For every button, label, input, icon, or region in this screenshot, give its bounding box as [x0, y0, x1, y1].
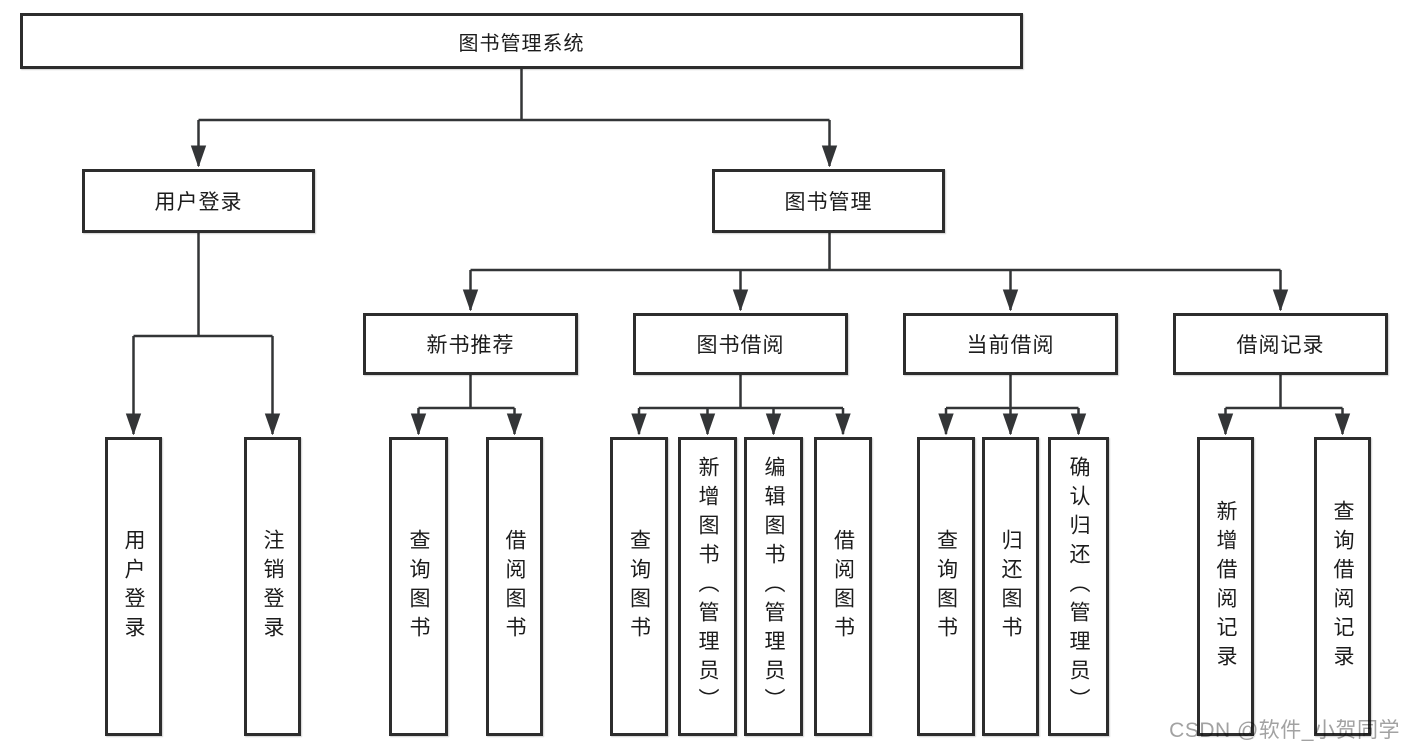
- node-label: 当前借阅: [966, 334, 1055, 357]
- node-label: 图书借阅: [696, 334, 785, 357]
- leaf-user-login: 用户登录: [105, 437, 162, 736]
- node-label: 借阅图书: [831, 528, 855, 645]
- leaf-add-books-admin: 新增图书（管理员）: [678, 437, 737, 736]
- node-label: 图书管理: [784, 191, 873, 214]
- leaf-borrow-books-2: 借阅图书: [814, 437, 872, 736]
- node-root-library-system: 图书管理系统: [20, 13, 1023, 69]
- node-label: 查询借阅记录: [1331, 499, 1355, 674]
- node-label: 归还图书: [999, 528, 1023, 645]
- node-label: 新增图书（管理员）: [696, 456, 720, 717]
- node-current-borrowing: 当前借阅: [903, 313, 1118, 375]
- leaf-logout: 注销登录: [244, 437, 301, 736]
- node-book-borrowing: 图书借阅: [633, 313, 848, 375]
- node-user-login: 用户登录: [82, 169, 315, 233]
- node-label: 新增借阅记录: [1214, 499, 1238, 674]
- node-label: 图书管理系统: [458, 32, 585, 55]
- node-book-management: 图书管理: [712, 169, 945, 233]
- leaf-edit-books-admin: 编辑图书（管理员）: [744, 437, 803, 736]
- leaf-confirm-return-admin: 确认归还（管理员）: [1048, 437, 1109, 736]
- node-label: 查询图书: [627, 528, 651, 645]
- leaf-query-books-3: 查询图书: [917, 437, 975, 736]
- node-label: 用户登录: [122, 528, 146, 645]
- node-label: 注销登录: [261, 528, 285, 645]
- node-label: 确认归还（管理员）: [1067, 456, 1091, 717]
- node-borrowing-records: 借阅记录: [1173, 313, 1388, 375]
- node-new-book-recommend: 新书推荐: [363, 313, 578, 375]
- csdn-watermark: CSDN @软件_小贺同学: [1169, 719, 1400, 742]
- node-label: 借阅记录: [1236, 334, 1325, 357]
- node-label: 查询图书: [407, 528, 431, 645]
- leaf-query-books-2: 查询图书: [610, 437, 668, 736]
- leaf-add-borrow-record: 新增借阅记录: [1197, 437, 1254, 736]
- leaf-borrow-books-1: 借阅图书: [486, 437, 543, 736]
- node-label: 借阅图书: [503, 528, 527, 645]
- node-label: 编辑图书（管理员）: [762, 456, 786, 717]
- node-label: 查询图书: [934, 528, 958, 645]
- leaf-query-books-1: 查询图书: [389, 437, 448, 736]
- leaf-return-books: 归还图书: [982, 437, 1039, 736]
- node-label: 用户登录: [154, 191, 243, 214]
- node-label: 新书推荐: [426, 334, 515, 357]
- leaf-query-borrow-record: 查询借阅记录: [1314, 437, 1371, 736]
